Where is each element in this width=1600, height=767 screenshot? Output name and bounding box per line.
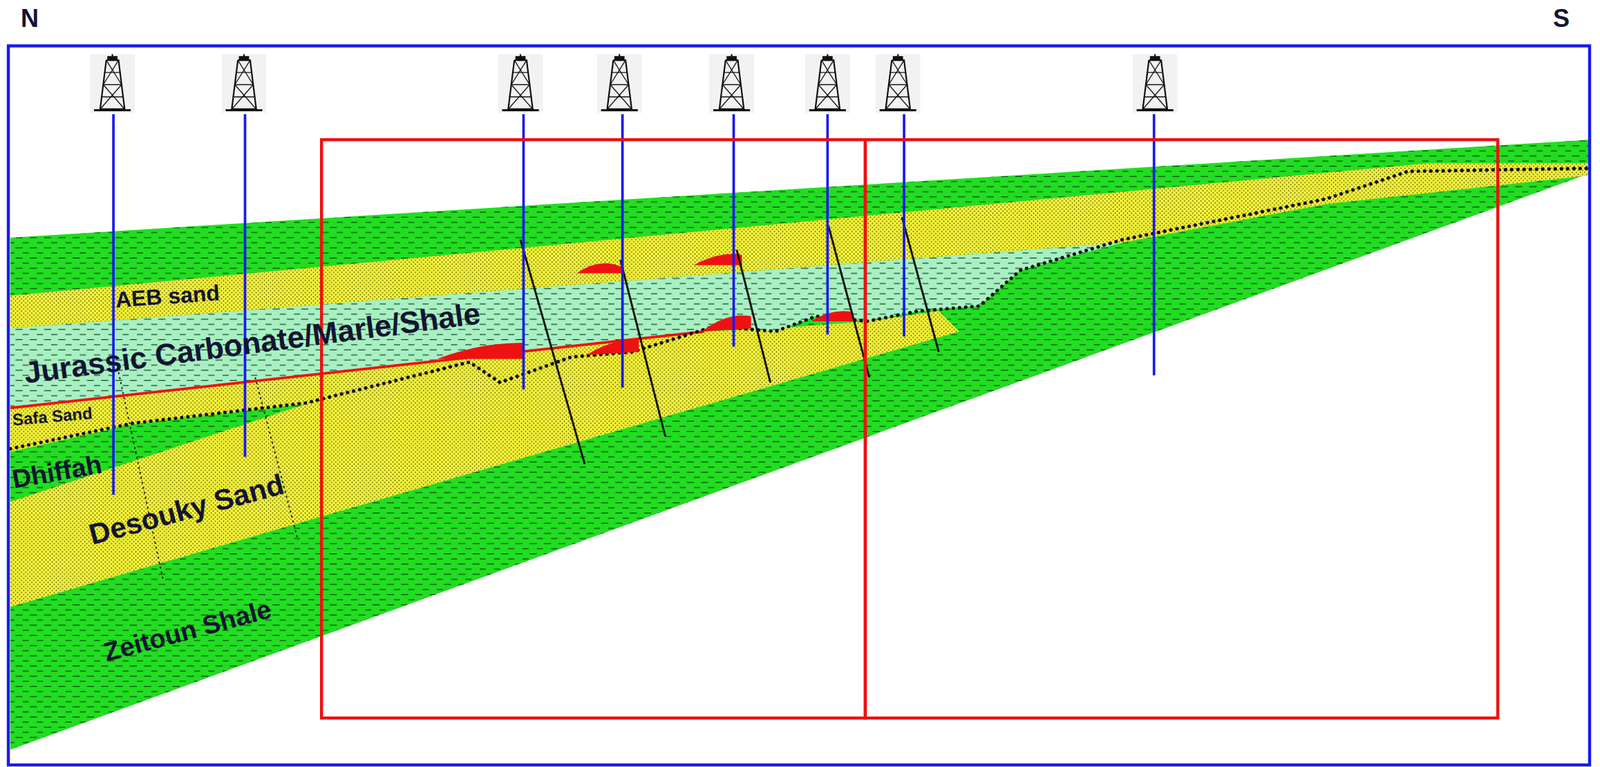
compass-south: S [1553,6,1570,32]
compass-north: N [20,6,39,32]
